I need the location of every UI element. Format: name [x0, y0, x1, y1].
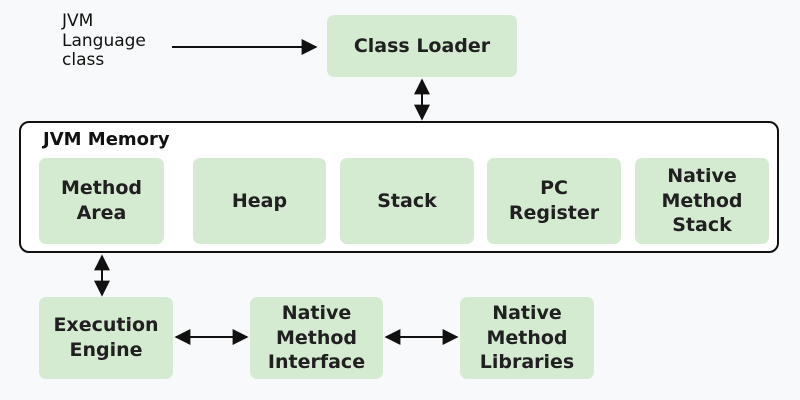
class-loader-box: Class Loader	[327, 15, 517, 77]
native-method-stack-label: Native Method Stack	[661, 164, 743, 237]
jvm-memory-title: JVM Memory	[43, 129, 170, 150]
heap-label: Heap	[231, 189, 288, 212]
native-method-libraries-label: Native Method Libraries	[479, 301, 575, 374]
pc-register-label: PC Register	[508, 177, 600, 224]
source-label-jvm-language-class: JVM Language class	[62, 11, 146, 71]
class-loader-label: Class Loader	[353, 34, 491, 57]
stack-box: Stack	[340, 158, 474, 244]
native-method-interface-label: Native Method Interface	[267, 301, 366, 374]
native-method-interface-box: Native Method Interface	[250, 297, 383, 379]
native-method-libraries-box: Native Method Libraries	[460, 297, 594, 379]
method-area-label: Method Area	[60, 177, 143, 224]
stack-label: Stack	[377, 189, 437, 212]
native-method-stack-box: Native Method Stack	[635, 158, 769, 244]
execution-engine-box: Execution Engine	[39, 297, 173, 379]
method-area-box: Method Area	[39, 158, 164, 244]
heap-box: Heap	[193, 158, 326, 244]
execution-engine-label: Execution Engine	[53, 314, 159, 361]
pc-register-box: PC Register	[487, 158, 621, 244]
